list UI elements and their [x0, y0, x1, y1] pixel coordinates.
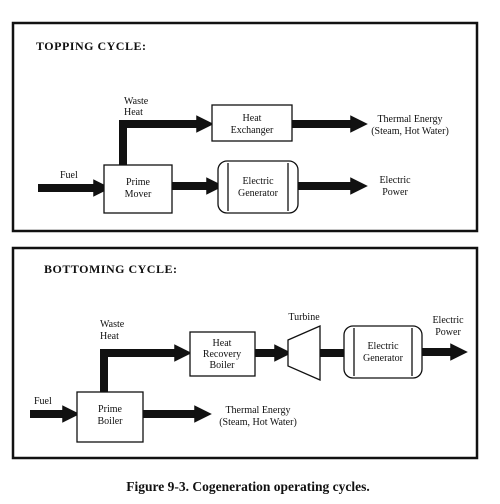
bottoming-fuel-label: Fuel	[34, 396, 52, 407]
bottoming-thermal-label-2: (Steam, Hot Water)	[219, 417, 297, 428]
bottoming-thermal-label-1: Thermal Energy	[225, 405, 290, 416]
bottoming-generator-label-1: Electric	[367, 341, 399, 352]
figure-caption: Figure 9-3. Cogeneration operating cycle…	[126, 479, 369, 494]
prime-mover-label-1: Prime	[126, 177, 150, 188]
prime-boiler-label-1: Prime	[98, 404, 122, 415]
bottoming-electric-generator	[343, 325, 423, 379]
topping-thermal-label-2: (Steam, Hot Water)	[371, 126, 449, 137]
topping-generator-label-1: Electric	[242, 176, 274, 187]
heat-recovery-label-2: Recovery	[203, 349, 241, 360]
topping-waste-heat-label-1: Waste	[124, 96, 149, 107]
prime-boiler-label-2: Boiler	[98, 416, 124, 427]
prime-mover-box	[103, 164, 173, 214]
heat-exchanger-box	[211, 104, 293, 142]
bottoming-power-label-2: Power	[435, 327, 461, 338]
topping-generator-label-2: Generator	[238, 188, 279, 199]
heat-recovery-label-1: Heat	[213, 338, 232, 349]
topping-waste-heat-arrow	[119, 115, 214, 170]
topping-fuel-label: Fuel	[60, 170, 78, 181]
bottoming-cycle-title: BOTTOMING CYCLE:	[44, 262, 177, 276]
bottoming-power-label-1: Electric	[432, 315, 464, 326]
topping-power-label-2: Power	[382, 187, 408, 198]
topping-power-label-1: Electric	[379, 175, 411, 186]
heat-exchanger-label-2: Exchanger	[231, 125, 274, 136]
bottoming-generator-label-2: Generator	[363, 353, 404, 364]
bottoming-waste-heat-label-1: Waste	[100, 319, 125, 330]
topping-electric-generator	[217, 160, 299, 214]
heat-recovery-label-3: Boiler	[210, 360, 236, 371]
prime-mover-label-2: Mover	[125, 189, 152, 200]
bottoming-waste-heat-arrow	[100, 344, 192, 392]
turbine-shape	[287, 325, 321, 381]
topping-cycle-title: TOPPING CYCLE:	[36, 39, 146, 53]
topping-thermal-label-1: Thermal Energy	[377, 114, 442, 125]
bottoming-waste-heat-label-2: Heat	[100, 331, 119, 342]
heat-recovery-boiler-box	[189, 331, 256, 377]
turbine-label: Turbine	[288, 312, 320, 323]
heat-exchanger-label-1: Heat	[243, 113, 262, 124]
topping-waste-heat-label-2: Heat	[124, 107, 143, 118]
